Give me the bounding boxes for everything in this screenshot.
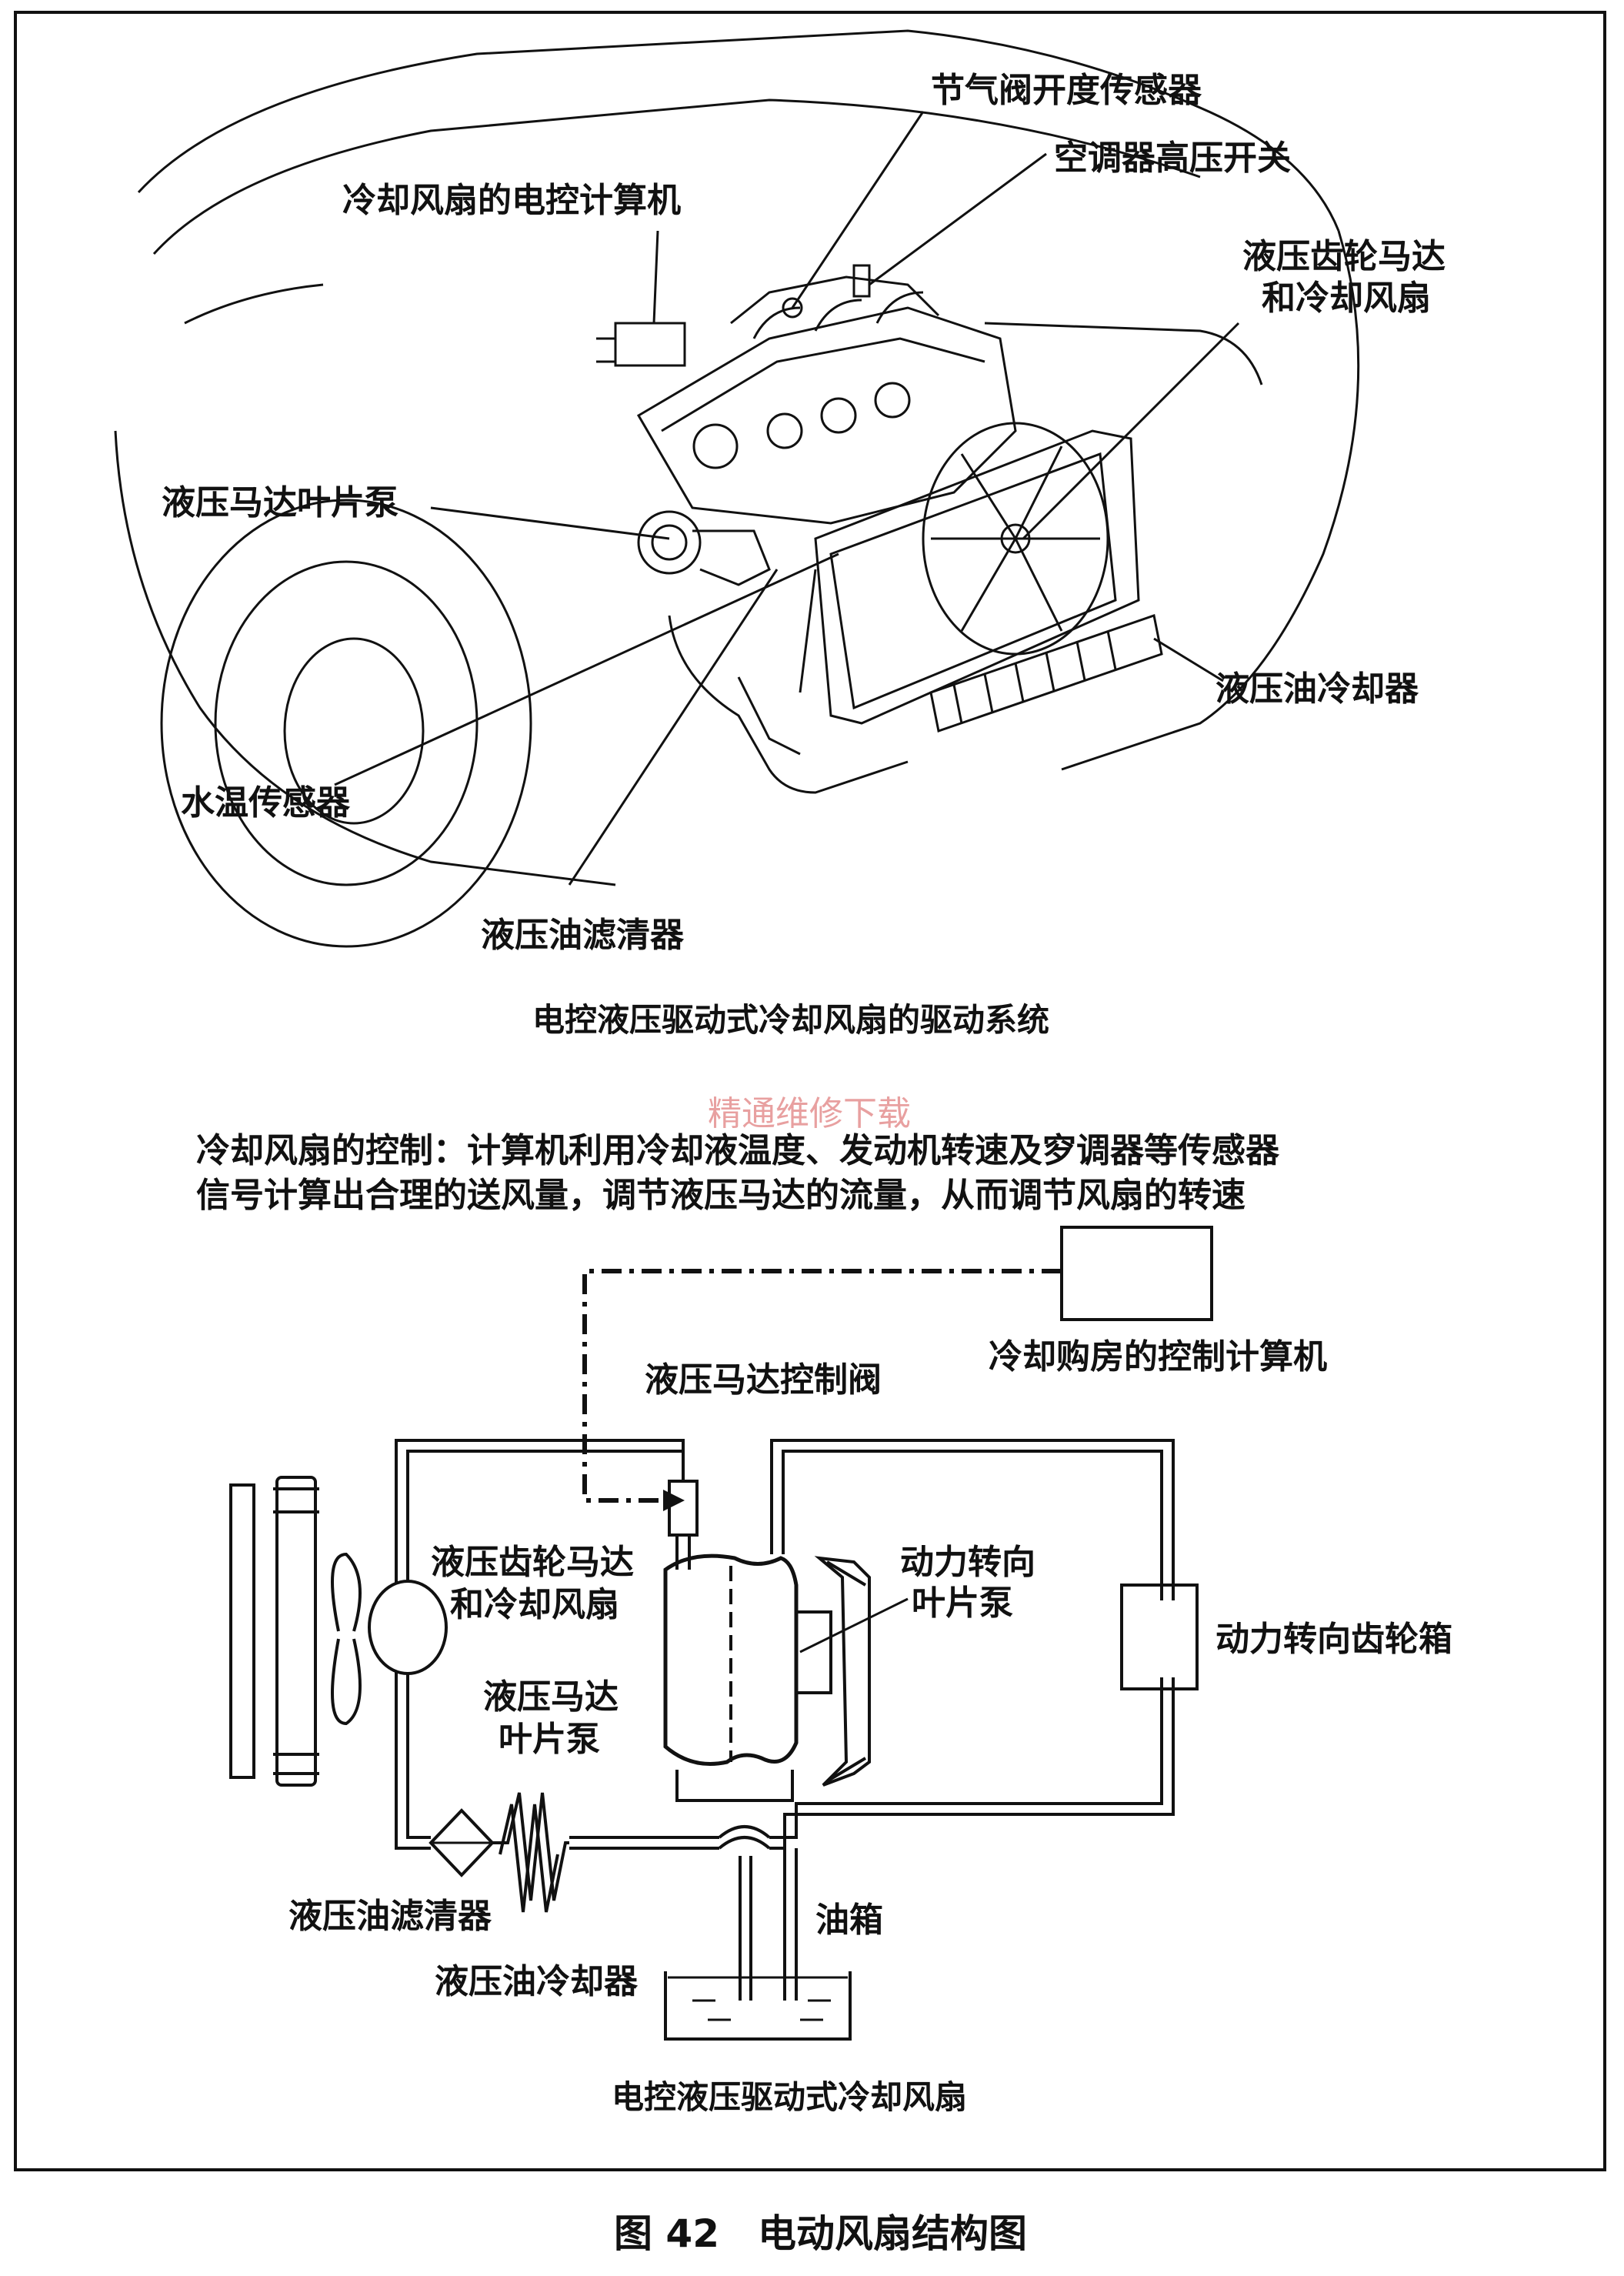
oil-tank-fluid-marks	[692, 1999, 831, 2021]
label-gear-motor-fan-line1: 液压齿轮马达	[1242, 237, 1446, 276]
bottom-caption: 电控液压驱动式冷却风扇	[612, 2078, 967, 2116]
label-gear-motor-fan-line1: 液压齿轮马达	[431, 1543, 634, 1582]
steering-gearbox	[1120, 1584, 1199, 1690]
label-oil-filter: 液压油滤清器	[288, 1897, 492, 1936]
label-steering-gearbox: 动力转向齿轮箱	[1215, 1620, 1452, 1659]
label-oil-cooler: 液压油冷却器	[1215, 669, 1419, 709]
label-gear-motor-fan-line2: 和冷却风扇	[1262, 279, 1431, 318]
label-steering-pump-line1: 动力转向	[900, 1543, 1035, 1582]
label-control-ecu: 冷却购房的控制计算机	[989, 1337, 1327, 1377]
label-vane-pump-line1: 液压马达	[483, 1677, 619, 1717]
label-oil-cooler: 液压油冷却器	[435, 1962, 639, 2001]
hydraulic-lines	[395, 1439, 1175, 2001]
label-fan-ecu: 冷却风扇的电控计算机	[342, 181, 681, 220]
steering-pump-leader	[799, 1597, 909, 1654]
figure-frame	[14, 11, 1606, 2171]
figure-title: 图 42 电动风扇结构图	[614, 2211, 1027, 2256]
oil-filter-symbol	[429, 1808, 495, 1877]
label-steering-pump-line2: 叶片泵	[912, 1584, 1013, 1623]
top-leader-lines	[334, 111, 1240, 886]
label-throttle-sensor: 节气阀开度传感器	[931, 71, 1202, 110]
watermark: 精通维修下载	[708, 1094, 911, 1133]
description-line-2: 信号计算出合理的送风量，调节液压马达的流量，从而调节风扇的转速	[196, 1176, 1246, 1215]
vane-pump-base	[675, 1770, 794, 1802]
description-line-1: 冷却风扇的控制：计算机利用冷却液温度、发动机转速及穸调器等传感器	[196, 1131, 1280, 1170]
label-vane-pump-line2: 叶片泵	[499, 1720, 600, 1759]
oil-cooler-symbol-2	[499, 1804, 559, 1913]
steering-pump-pulley-edge	[825, 1560, 867, 1783]
label-water-temp-sensor: 水温传感器	[181, 783, 351, 823]
car-drawing	[114, 29, 1360, 948]
steering-pump-coupling	[795, 1610, 832, 1694]
label-oil-tank: 油箱	[815, 1901, 883, 1940]
label-oil-filter: 液压油滤清器	[481, 916, 685, 955]
steering-pump-pulley	[814, 1556, 871, 1787]
label-gear-motor-fan-line2: 和冷却风扇	[450, 1585, 619, 1624]
control-signal-line	[582, 1269, 1062, 1503]
control-valve	[668, 1480, 699, 1537]
label-vane-pump: 液压马达叶片泵	[162, 483, 398, 522]
vane-pump-body	[663, 1553, 799, 1766]
top-caption: 电控液压驱动式冷却风扇的驱动系统	[532, 1001, 1049, 1039]
oil-tank	[664, 1971, 852, 2041]
oil-cooler-symbol	[492, 1792, 569, 1901]
gear-motor-fan	[229, 1476, 448, 1787]
control-signal-arrow	[663, 1490, 685, 1511]
control-ecu-box	[1060, 1226, 1213, 1321]
label-control-valve: 液压马达控制阀	[645, 1360, 882, 1400]
label-ac-switch: 空调器高压开关	[1054, 138, 1291, 178]
